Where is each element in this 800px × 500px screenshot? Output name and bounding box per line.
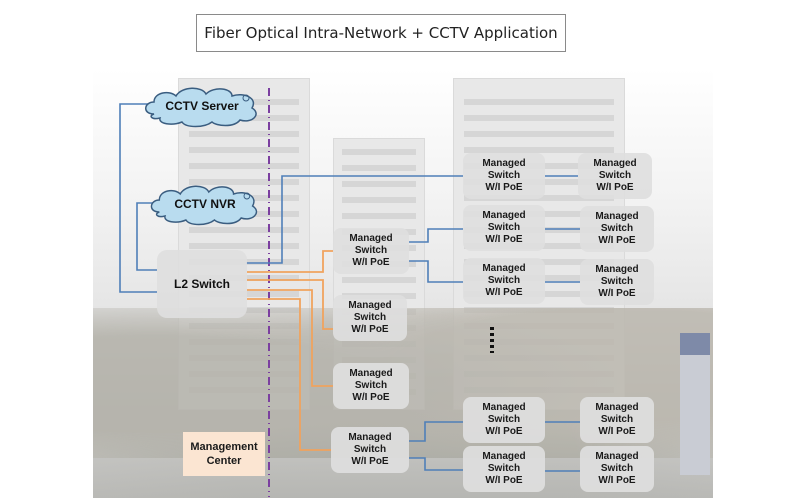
switch-label-line3: W/I PoE	[596, 182, 634, 193]
switch-label-line2: Switch	[600, 276, 634, 287]
more-switches-ellipsis-icon	[490, 327, 494, 353]
management-center: Management Center	[183, 432, 265, 476]
management-center-line1: Management	[190, 441, 258, 453]
switch-label-line3: W/I PoE	[598, 288, 636, 299]
link-nvr-l2	[136, 202, 157, 271]
link-agg1-row2	[409, 228, 463, 243]
cctv-server-label: CCTV Server	[165, 99, 239, 113]
switch-label-line3: W/I PoE	[351, 324, 389, 335]
cloud-icon	[145, 87, 257, 128]
switch-label-line3: W/I PoE	[485, 234, 523, 245]
switch-label-line3: W/I PoE	[351, 456, 389, 467]
switch-label-line1: Managed	[595, 451, 639, 462]
switch-label-line1: Managed	[482, 210, 526, 221]
management-center-line2: Center	[206, 455, 242, 467]
switch-label-line1: Managed	[595, 211, 639, 222]
switch-label-line2: Switch	[487, 414, 521, 425]
switch-label-line3: W/I PoE	[598, 426, 636, 437]
switch-label-line1: Managed	[348, 432, 392, 443]
fiber-link-agg-1	[247, 250, 333, 273]
switch-label-line3: W/I PoE	[485, 182, 523, 193]
switch-label-line3: W/I PoE	[485, 426, 523, 437]
cctv-server-cloud: CCTV Server	[140, 84, 264, 128]
switch-label-line3: W/I PoE	[485, 475, 523, 486]
cloud-icon	[150, 185, 258, 226]
diagram-title: Fiber Optical Intra-Network + CCTV Appli…	[196, 14, 566, 52]
switch-label-line1: Managed	[595, 264, 639, 275]
link-agg4-bot2	[409, 457, 463, 471]
link-agg4-bot1	[409, 421, 463, 442]
switch-label-line2: Switch	[354, 245, 388, 256]
switch-label-line2: Switch	[353, 444, 387, 455]
l2-switch: L2 Switch	[157, 250, 247, 318]
switch-label-line3: W/I PoE	[352, 392, 390, 403]
switch-label-line2: Switch	[487, 463, 521, 474]
link-agg1-row3	[409, 260, 463, 283]
switch-label-line2: Switch	[600, 414, 634, 425]
switch-label-line2: Switch	[600, 223, 634, 234]
switch-label-line2: Switch	[487, 222, 521, 233]
switch-label-line1: Managed	[482, 263, 526, 274]
switch-label-line2: Switch	[354, 380, 388, 391]
link-l2-top-switch	[246, 175, 463, 264]
l2-switch-label: L2 Switch	[173, 277, 230, 291]
switch-label-line1: Managed	[348, 300, 392, 311]
switch-label-line3: W/I PoE	[352, 257, 390, 268]
switch-label-line1: Managed	[482, 402, 526, 413]
switch-label-line3: W/I PoE	[485, 287, 523, 298]
switch-label-line2: Switch	[600, 463, 634, 474]
cctv-nvr-label: CCTV NVR	[174, 197, 236, 211]
link-server-l2	[119, 103, 157, 293]
switch-label-line1: Managed	[482, 158, 526, 169]
switch-label-line2: Switch	[487, 275, 521, 286]
switch-label-line1: Managed	[349, 368, 393, 379]
switch-label-line1: Managed	[595, 402, 639, 413]
switch-label-line1: Managed	[593, 158, 637, 169]
switch-label-line3: W/I PoE	[598, 475, 636, 486]
switch-label-line3: W/I PoE	[598, 235, 636, 246]
cctv-nvr-cloud: CCTV NVR	[146, 182, 264, 226]
switch-label-line1: Managed	[349, 233, 393, 244]
switch-label-line2: Switch	[353, 312, 387, 323]
switch-label-line2: Switch	[487, 170, 521, 181]
fiber-link-agg-3	[247, 289, 333, 387]
switch-label-line1: Managed	[482, 451, 526, 462]
fiber-link-agg-2	[247, 279, 333, 330]
fiber-link-agg-4	[247, 298, 333, 451]
switch-label-line2: Switch	[598, 170, 632, 181]
